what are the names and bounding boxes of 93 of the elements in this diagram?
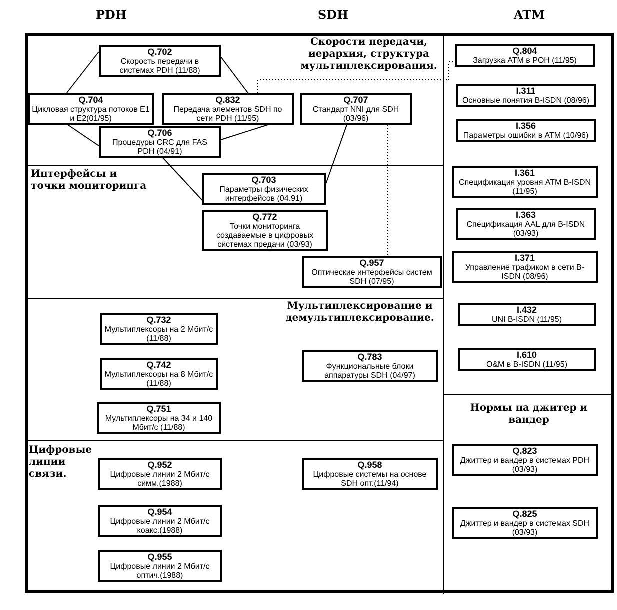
standard-box [452,166,598,198]
section-heading: Интерфейсы и точки мониторинга [31,169,148,193]
connector-line [66,52,100,94]
standard-box [458,348,596,371]
standard-code: Q.707 [342,95,370,105]
standard-title: Оптические интерфейсы систем SDH (07/95) [310,268,434,286]
standard-box [202,173,326,205]
standard-box [302,458,438,490]
connector-line [220,124,268,140]
standard-title: O&M в B-ISDN (11/95) [485,360,568,369]
section-heading: Мультиплексирование и демультиплексирование. [284,301,436,325]
standard-box [99,126,221,158]
standard-code: Q.704 [78,95,104,105]
standard-box [302,350,438,382]
standard-code: I.311 [515,86,537,96]
standard-title: Мультиплексоры на 8 Мбит/с (11/88) [104,370,214,388]
standard-code: I.356 [514,121,538,131]
standard-title: Функциональные блоки аппаратуры SDH (04/97) [324,362,416,380]
standard-code: I.432 [516,305,538,315]
section-heading: Цифровые линии связи. [29,445,91,481]
column-heading: PDH [96,8,127,22]
standard-box [302,256,442,288]
standard-box [452,444,598,476]
column-heading: SDH [318,8,348,22]
standard-code: I.371 [514,253,536,263]
standard-title: Джиттер и вандер в системах SDH (03/93) [459,519,591,537]
standard-title: Загрузка ATM в POH (11/95) [472,56,578,65]
connector-line [68,124,100,146]
standard-title: Скорость передачи в системах PDH (11/88) [118,57,202,75]
section-heading: Скорости передачи, иерархия, структура мультиплексирования. [300,37,438,73]
standard-title: Спецификация уровня ATM B-ISDN (11/95) [458,178,592,196]
standard-box [458,303,596,326]
connector-line [326,124,348,184]
standard-code: Q.742 [146,360,172,370]
standard-box [300,93,412,125]
standard-code: Q.954 [146,507,174,517]
standard-code: Q.825 [512,509,538,519]
standard-title: Передача элементов SDH по сети PDH (11/95) [172,105,284,123]
standard-title: Джиттер и вандер в системах PDH (03/93) [459,456,591,474]
standard-title: Точки мониторинга создаваемые в цифровых системах предачи (03/93) [215,222,315,249]
standard-title: Управление трафиком в сети B-ISDN (08/96) [464,263,586,281]
standard-box [99,45,221,77]
column-heading: ATM [514,8,545,22]
standard-box [100,313,218,345]
standard-box [452,507,598,539]
standard-code: Q.957 [358,258,386,268]
standard-code: Q.703 [250,175,278,185]
standard-code: Q.772 [252,212,278,222]
standard-box [456,84,596,107]
standard-code: Q.952 [146,460,174,470]
standard-code: Q.955 [146,552,174,562]
standard-box [98,458,222,490]
standard-code: Q.783 [356,352,384,362]
standard-title: Цифровые линии 2 Мбит/с оптич.(1988) [109,562,211,580]
standard-box [456,119,596,142]
standard-box [98,550,222,582]
standard-title: Цикловая структура потоков E1 и E2(01/95) [32,105,150,123]
standard-title: Спецификация AAL для B-ISDN (03/93) [466,220,586,238]
standard-box [452,251,598,283]
standard-code: Q.832 [214,95,242,105]
standard-title: Основные понятия B-ISDN (08/96) [461,96,591,105]
standard-code: I.610 [516,350,538,360]
standard-title: Процедуры CRC для FAS PDH (04/91) [112,138,208,156]
standard-code: Q.732 [146,315,172,325]
standard-title: UNI B-ISDN (11/95) [490,315,564,324]
standard-box [97,402,221,434]
standard-title: Цифровые линии 2 Мбит/с коакс.(1988) [109,517,211,535]
standard-title: Параметры физических интерфейсов (04.91) [218,185,310,203]
standard-title: Цифровые системы на основе SDH опт.(11/94) [312,470,428,488]
standard-code: I.363 [514,210,538,220]
standard-title: Цифровые линии 2 Мбит/с симм.(1988) [109,470,211,488]
standard-box [202,210,328,251]
standard-code: I.361 [514,168,536,178]
standard-box [28,93,154,125]
connector-line [162,158,202,200]
standard-box [455,44,595,67]
standard-title: Параметры ошибки в ATM (10/96) [462,131,590,140]
standard-code: Q.751 [146,404,172,414]
standard-code: Q.804 [512,46,538,56]
standard-code: Q.702 [146,47,174,57]
connector-line [220,56,248,94]
standard-box [456,208,596,240]
standard-title: Мультиплексоры на 34 и 140 Мбит/с (11/88) [104,414,214,432]
standard-box [162,93,294,125]
standard-box [98,505,222,537]
standard-box [100,358,218,390]
dotted-connector [258,62,456,94]
standard-code: Q.706 [146,128,174,138]
standard-title: Мультиплексоры на 2 Мбит/с (11/88) [104,325,214,343]
standard-code: Q.958 [356,460,384,470]
section-heading: Нормы на джитер и вандер [469,403,589,427]
standard-code: Q.823 [512,446,538,456]
standard-title: Стандарт NNI для SDH (03/96) [312,105,400,123]
